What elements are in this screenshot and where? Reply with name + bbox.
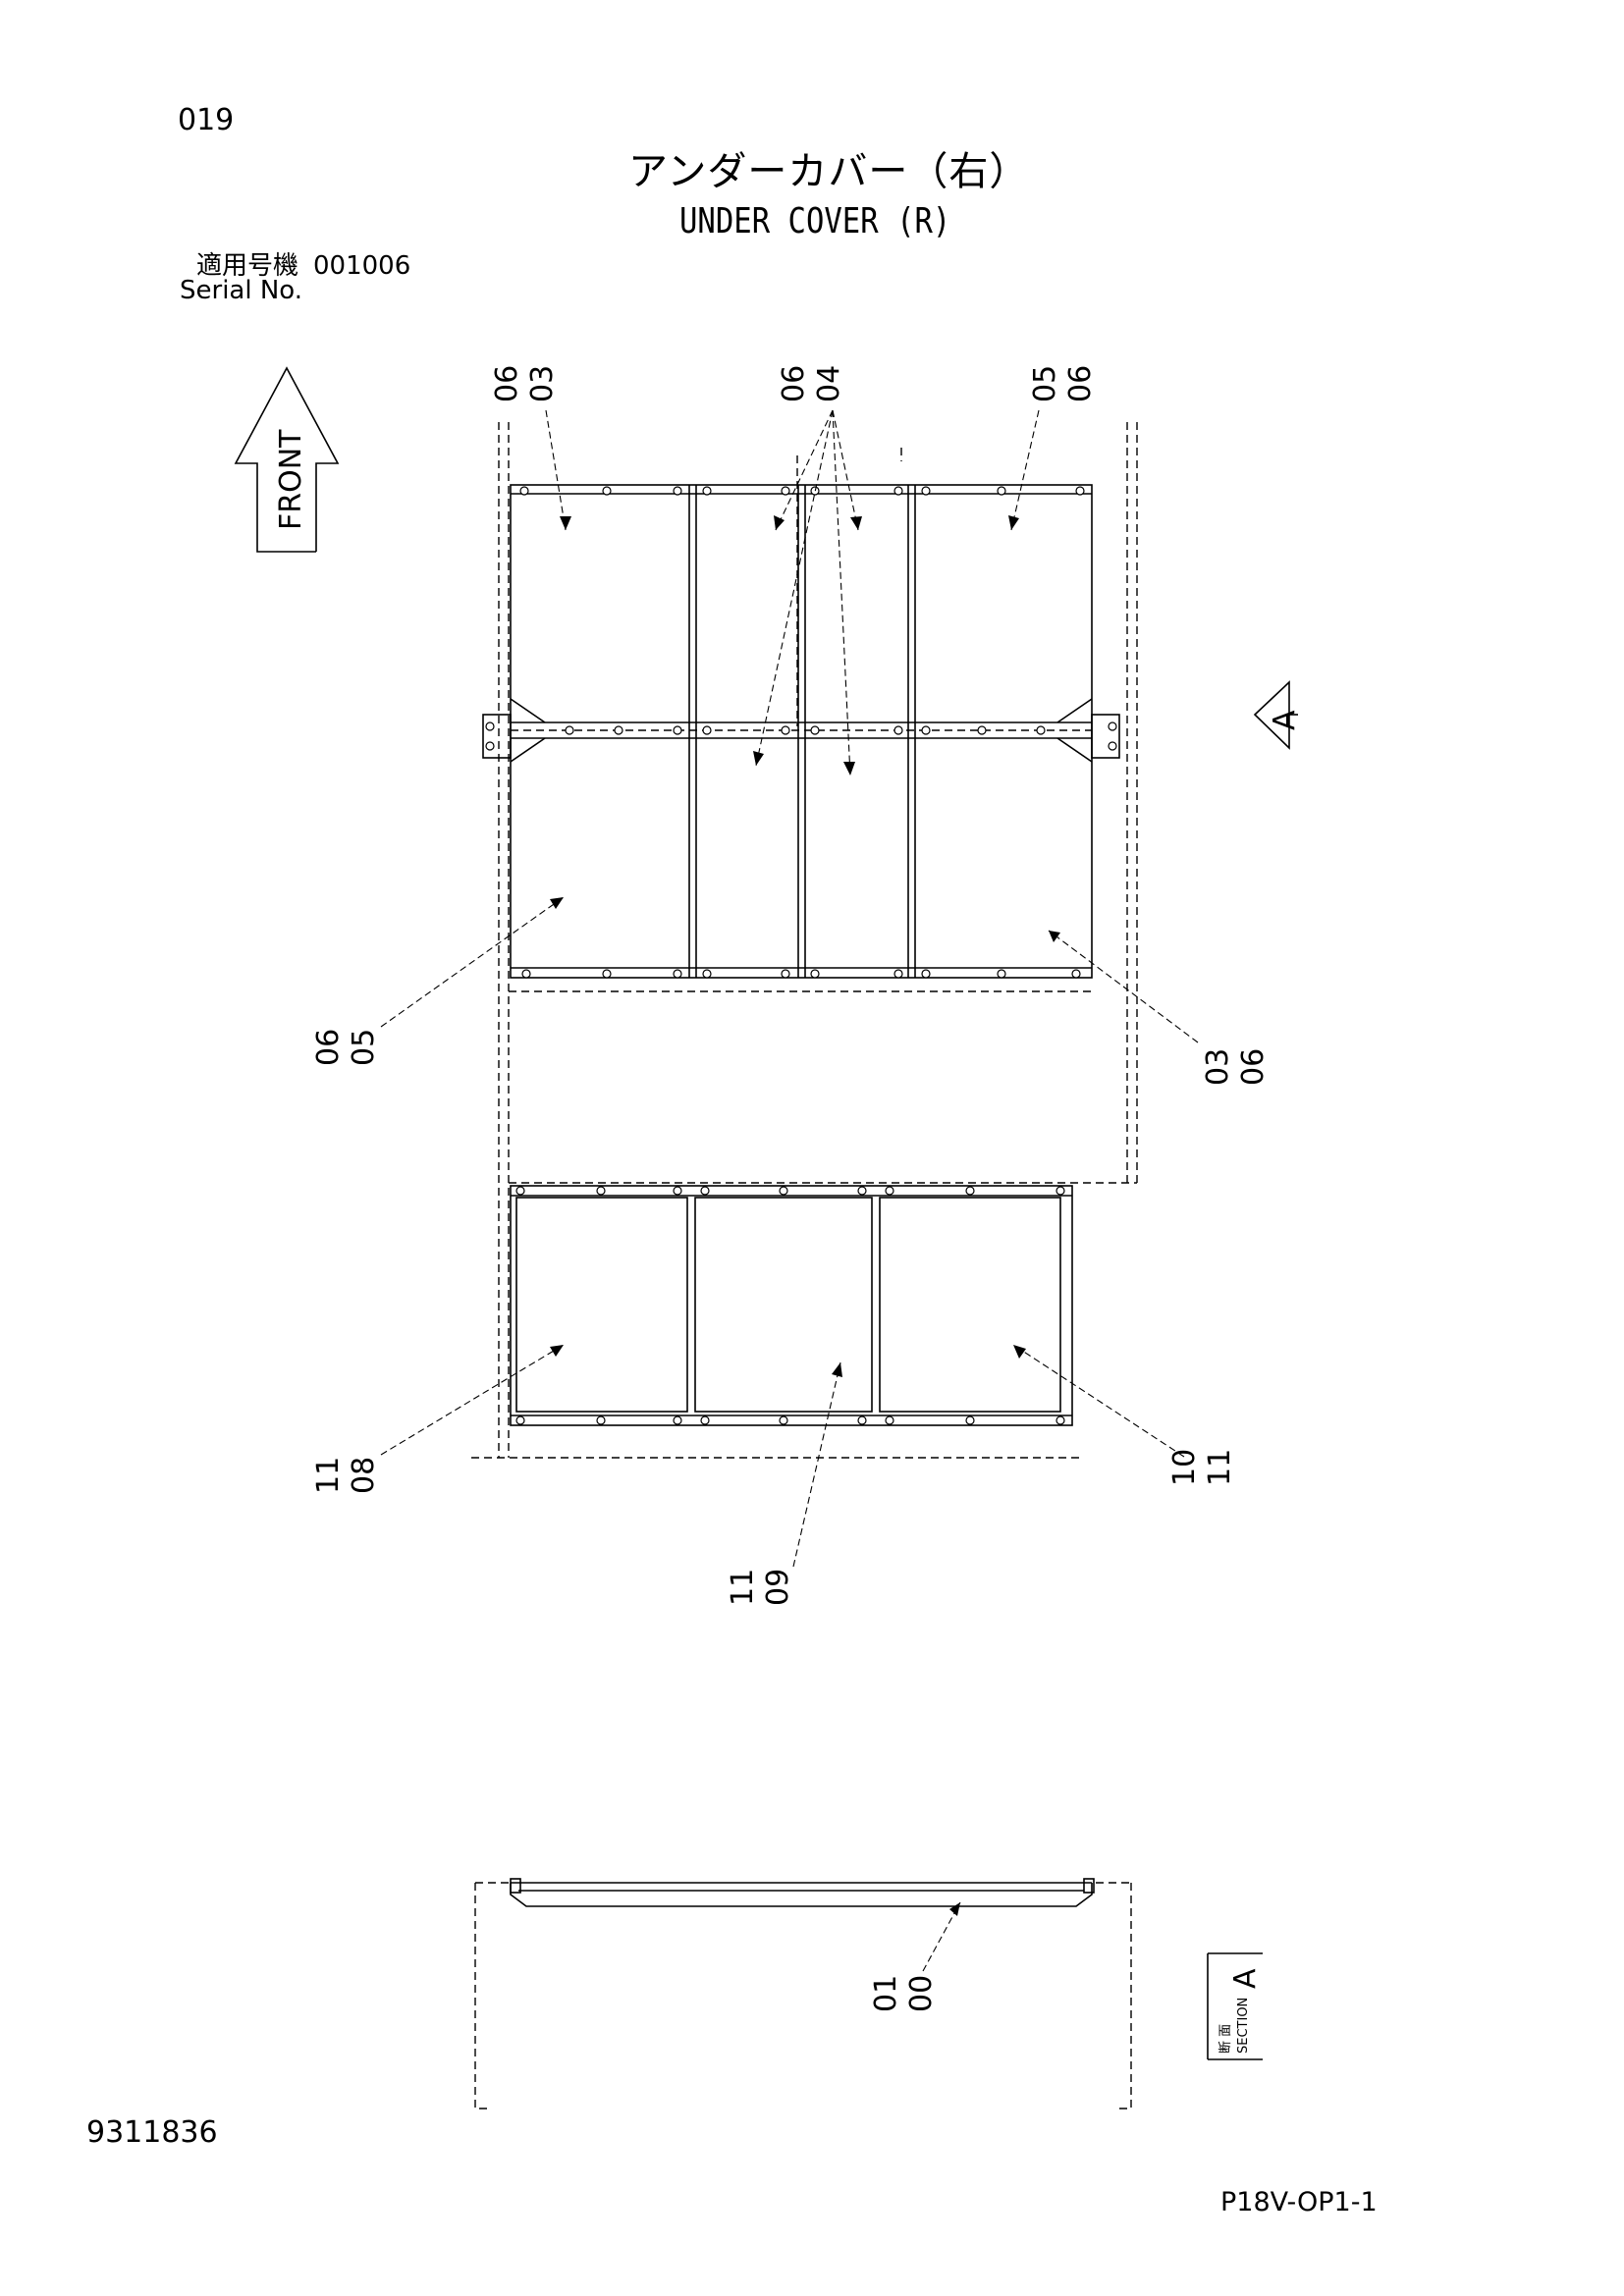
callout-11-08-bottom: 08 <box>347 1457 381 1494</box>
serial-label-japanese: 適用号機 <box>196 251 299 281</box>
machine-frame <box>471 422 1138 1459</box>
callout-11-09-top: 11 <box>726 1569 760 1606</box>
title-japanese: アンダーカバー（右） <box>628 149 1030 194</box>
callout-05-06-bottom: 06 <box>1063 365 1098 402</box>
leader-lines <box>380 409 1199 1972</box>
upper-cover-assembly <box>482 448 1120 979</box>
front-label: FRONT <box>274 429 308 530</box>
callout-10-11-bottom: 11 <box>1203 1449 1237 1486</box>
section-marker-letter: A <box>1268 710 1302 730</box>
callout-labels: 06 03 06 04 05 06 06 05 03 06 11 08 10 1… <box>311 365 1271 2012</box>
serial-number-value: 001006 <box>313 251 411 281</box>
callout-06-04-top: 06 <box>777 365 811 402</box>
page-number: 019 <box>178 103 235 137</box>
callout-01-00-top: 01 <box>869 1975 903 2012</box>
callout-06-03-bottom: 03 <box>525 365 560 402</box>
serial-label-english: Serial No. <box>180 276 302 305</box>
section-a-label-box: 断 面 SECTION A <box>1207 1952 1263 2060</box>
callout-01-00-bottom: 00 <box>904 1975 939 2012</box>
callout-06-03-top: 06 <box>490 365 524 402</box>
section-a-view <box>474 1878 1132 2109</box>
callout-03-06-top: 03 <box>1201 1048 1235 1086</box>
callout-06-05-top: 06 <box>311 1029 346 1066</box>
reference-code: P18V-OP1-1 <box>1220 2187 1378 2217</box>
lower-cover-assembly <box>510 1185 1073 1426</box>
section-box-jp: 断 面 <box>1218 2024 1233 2054</box>
callout-11-08-top: 11 <box>311 1457 346 1494</box>
section-box-letter: A <box>1228 1968 1263 1989</box>
section-box-en: SECTION <box>1236 1998 1251 2054</box>
callout-06-05-bottom: 05 <box>347 1029 381 1066</box>
callout-06-04-bottom: 04 <box>812 365 846 402</box>
title-english: UNDER COVER (R) <box>679 201 951 241</box>
callout-10-11-top: 10 <box>1167 1449 1202 1486</box>
callout-11-09-bottom: 09 <box>761 1569 795 1606</box>
callout-03-06-bottom: 06 <box>1236 1048 1271 1086</box>
section-a-marker: A <box>1253 680 1302 750</box>
callout-05-06-top: 05 <box>1028 365 1062 402</box>
bolts <box>485 486 1117 1425</box>
front-arrow: FRONT <box>234 366 340 553</box>
document-number: 9311836 <box>86 2115 218 2150</box>
